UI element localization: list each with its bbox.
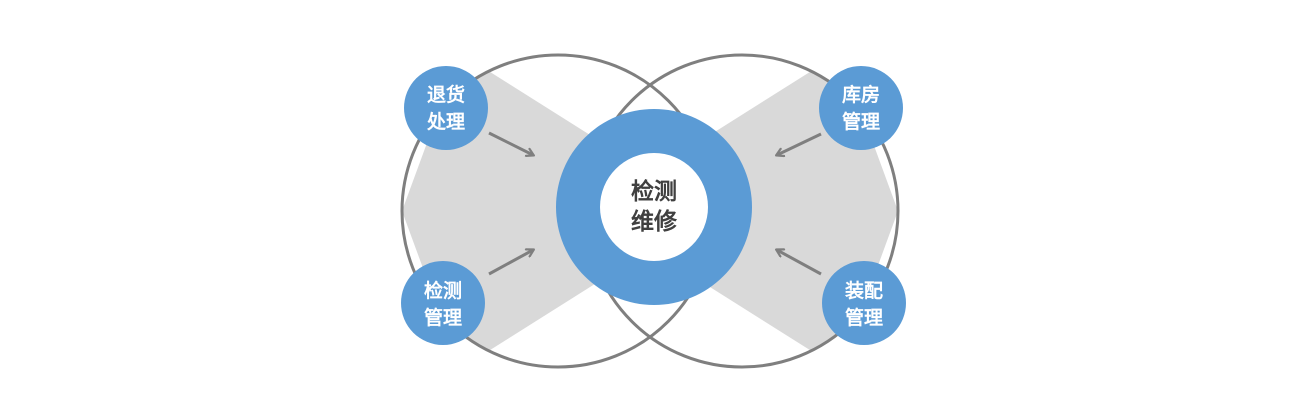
arrow-top-left <box>488 131 533 155</box>
center-label-line1: 检测 <box>631 178 677 205</box>
arrow-top-right <box>777 132 822 155</box>
node-top-right: 库房 管理 <box>819 66 903 150</box>
node-bottom-right-line2: 管理 <box>845 306 883 329</box>
node-bottom-left: 检测 管理 <box>401 261 485 345</box>
node-top-right-line2: 管理 <box>842 110 880 133</box>
node-top-left-line1: 退货 <box>427 83 465 106</box>
node-top-left-line2: 处理 <box>426 110 465 133</box>
node-top-left: 退货 处理 <box>404 66 488 150</box>
node-top-right-line1: 库房 <box>842 83 880 106</box>
arrow-bottom-right <box>777 250 822 276</box>
arrow-bottom-left <box>488 250 533 276</box>
node-bottom-left-line1: 检测 <box>424 279 462 302</box>
center-label-line2: 维修 <box>631 208 678 235</box>
center-hole <box>600 153 708 261</box>
node-bottom-right-line1: 装配 <box>844 279 883 302</box>
node-bottom-left-line2: 管理 <box>424 306 462 329</box>
node-bottom-right: 装配 管理 <box>822 261 906 345</box>
